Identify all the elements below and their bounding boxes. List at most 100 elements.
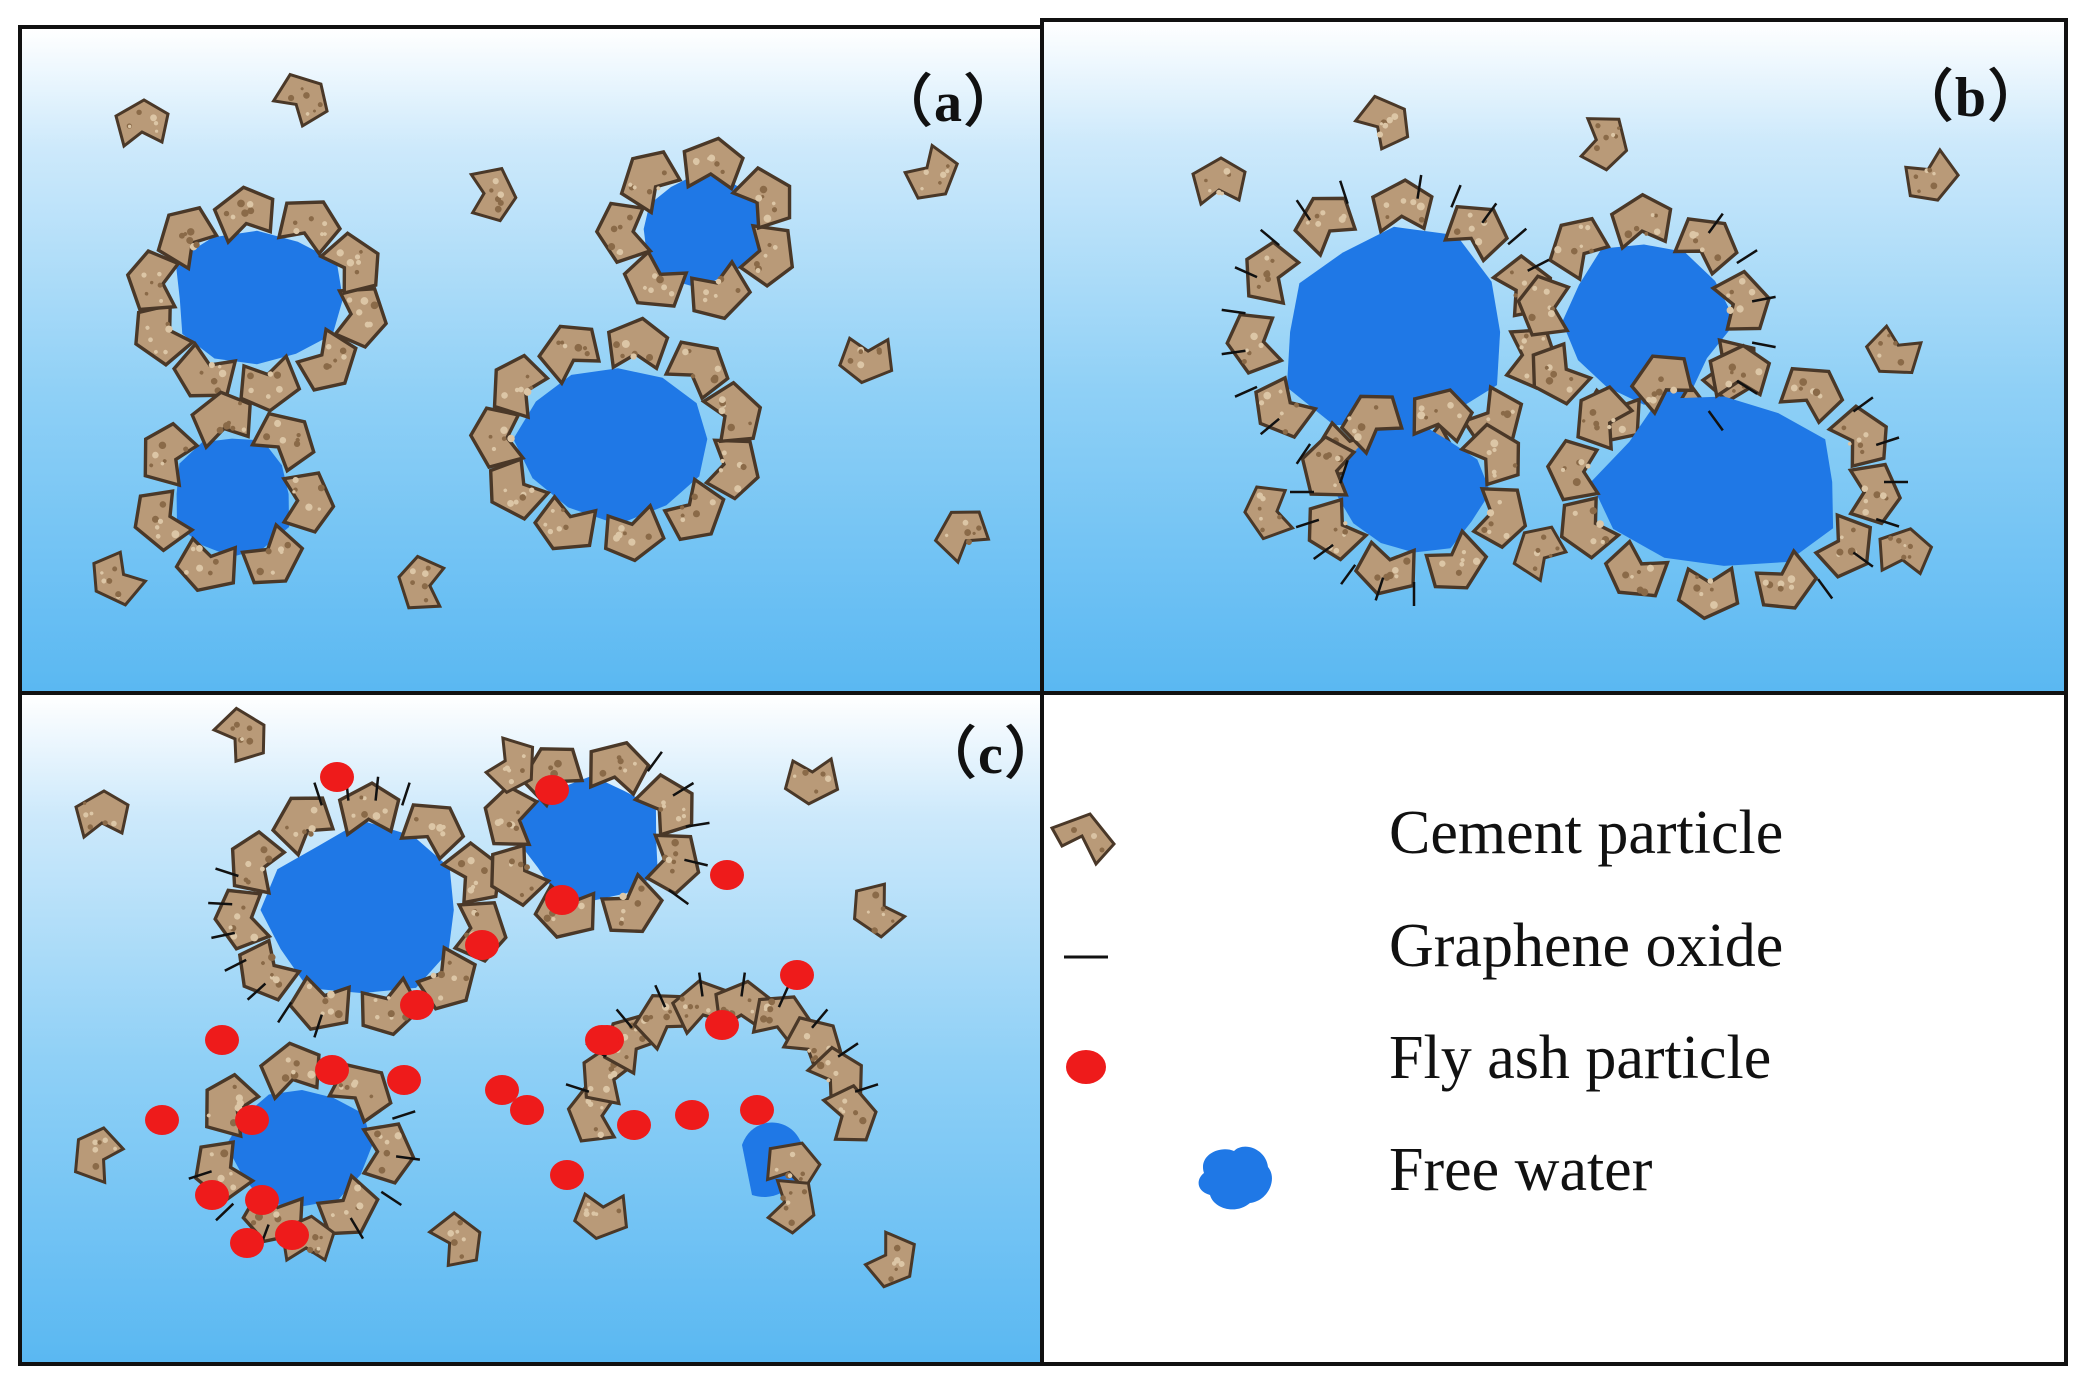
cement-particle [337, 781, 401, 838]
cement-particle [1516, 274, 1572, 337]
graphene-oxide [349, 1217, 365, 1240]
free-water [1562, 244, 1736, 405]
cement-particle [1370, 178, 1434, 235]
graphene-oxide [1852, 396, 1874, 413]
graphene-oxide [1481, 202, 1498, 224]
cement-particle [1412, 388, 1475, 445]
cement-particle [114, 98, 170, 149]
cement-particle [933, 510, 991, 565]
graphene-oxide [1312, 543, 1334, 561]
cement-particle [737, 223, 795, 288]
graphene-oxide [208, 901, 233, 906]
cement-particle [1864, 323, 1924, 375]
fly-ash-particle [275, 1220, 309, 1250]
graphene-oxide [1340, 564, 1357, 585]
graphene-oxide [1416, 174, 1423, 199]
cement-particle [606, 316, 670, 372]
cement-particle [315, 1173, 380, 1236]
legend-item-graphene: Graphene oxide [1044, 903, 2064, 1003]
cement-particle [703, 438, 760, 501]
fly-ash-particle [740, 1095, 774, 1125]
cement-particle [1813, 512, 1873, 579]
fly-ash-particle [705, 1010, 739, 1040]
fly-ash-particle [465, 930, 499, 960]
fly-ash-particle [510, 1095, 544, 1125]
cement-particle [1603, 538, 1670, 598]
fly-ash-particle [550, 1160, 584, 1190]
cement-particle [1545, 438, 1601, 502]
graphene-oxide [1852, 551, 1874, 568]
cement-particle [532, 494, 598, 551]
cement-particle [211, 706, 266, 764]
cement-particle [588, 740, 651, 797]
fly-ash-particle [675, 1100, 709, 1130]
panel-b: （b） [1040, 18, 2068, 695]
cement-particle [1609, 192, 1673, 251]
cement-particle [249, 411, 316, 474]
cement-particle [1548, 216, 1612, 282]
cement-particle [1225, 312, 1285, 375]
cement-particle [258, 1041, 321, 1102]
cement-particle [92, 550, 148, 607]
fly-ash-particle [545, 885, 579, 915]
graphene-oxide [1707, 212, 1724, 234]
graphene-oxide [215, 1202, 235, 1222]
cement-particle [1458, 422, 1521, 487]
cement-particle [1245, 240, 1302, 306]
cement-particle [700, 380, 763, 444]
cement-particle [1847, 462, 1903, 526]
graphene-oxide [211, 931, 236, 940]
fly-ash-particle [320, 762, 354, 792]
graphene-oxide [1450, 184, 1462, 208]
graphene-oxide [1259, 228, 1280, 247]
legend-label-fly-ash: Fly ash particle [1389, 1024, 1772, 1092]
cement-particle [294, 326, 358, 392]
fly-ash-particle [485, 1075, 519, 1105]
cement-particle [603, 502, 666, 563]
fly-ash-particle [245, 1185, 279, 1215]
legend-item-fly-ash: Fly ash particle [1044, 1015, 2064, 1115]
panel-b-label: （b） [1896, 67, 2046, 129]
cement-particle [1904, 147, 1961, 202]
graphene-oxide [668, 888, 690, 906]
graphene-oxide [777, 984, 790, 1008]
legend-label-graphene: Graphene oxide [1389, 912, 1784, 980]
cement-particle [1576, 385, 1635, 452]
fly-ash-particle [617, 1110, 651, 1140]
cement-particle [1300, 434, 1357, 497]
fly-ash-particle [780, 960, 814, 990]
cement-particle [414, 944, 477, 1011]
cement-particle [1578, 117, 1629, 172]
graphene-oxide [215, 867, 239, 878]
fly-ash-particle [387, 1065, 421, 1095]
graphene-oxide [1295, 518, 1320, 529]
cement-particle [537, 324, 602, 387]
graphene-oxide [380, 1190, 402, 1207]
graphene-oxide [672, 781, 695, 797]
panel-b-illustration [1191, 94, 1961, 621]
cement-particle [399, 803, 466, 862]
graphene-oxide [740, 972, 747, 997]
cement-particle [1293, 196, 1358, 259]
cement-particle [1353, 94, 1410, 151]
cement-particle [125, 249, 181, 312]
cement-particle [190, 390, 252, 451]
graphene-oxide [615, 1008, 633, 1029]
free-water [1334, 420, 1491, 553]
cement-particle [1191, 156, 1247, 207]
fly-ash-particle [585, 1025, 619, 1055]
cement-particle [133, 489, 196, 553]
cement-particle [171, 341, 238, 398]
graphene-oxide [1234, 385, 1258, 398]
cement-particle [594, 201, 654, 265]
graphene-oxide [565, 1083, 590, 1093]
graphene-oxide [1234, 266, 1258, 279]
graphene-oxide [646, 751, 663, 772]
fly-ash-particle [230, 1228, 264, 1258]
cement-particle [239, 353, 302, 413]
free-water [176, 438, 290, 557]
cement-particle [1878, 527, 1934, 576]
cement-particle [1531, 341, 1594, 406]
graphene-oxide [1295, 199, 1312, 221]
cement-particle [572, 1191, 629, 1241]
